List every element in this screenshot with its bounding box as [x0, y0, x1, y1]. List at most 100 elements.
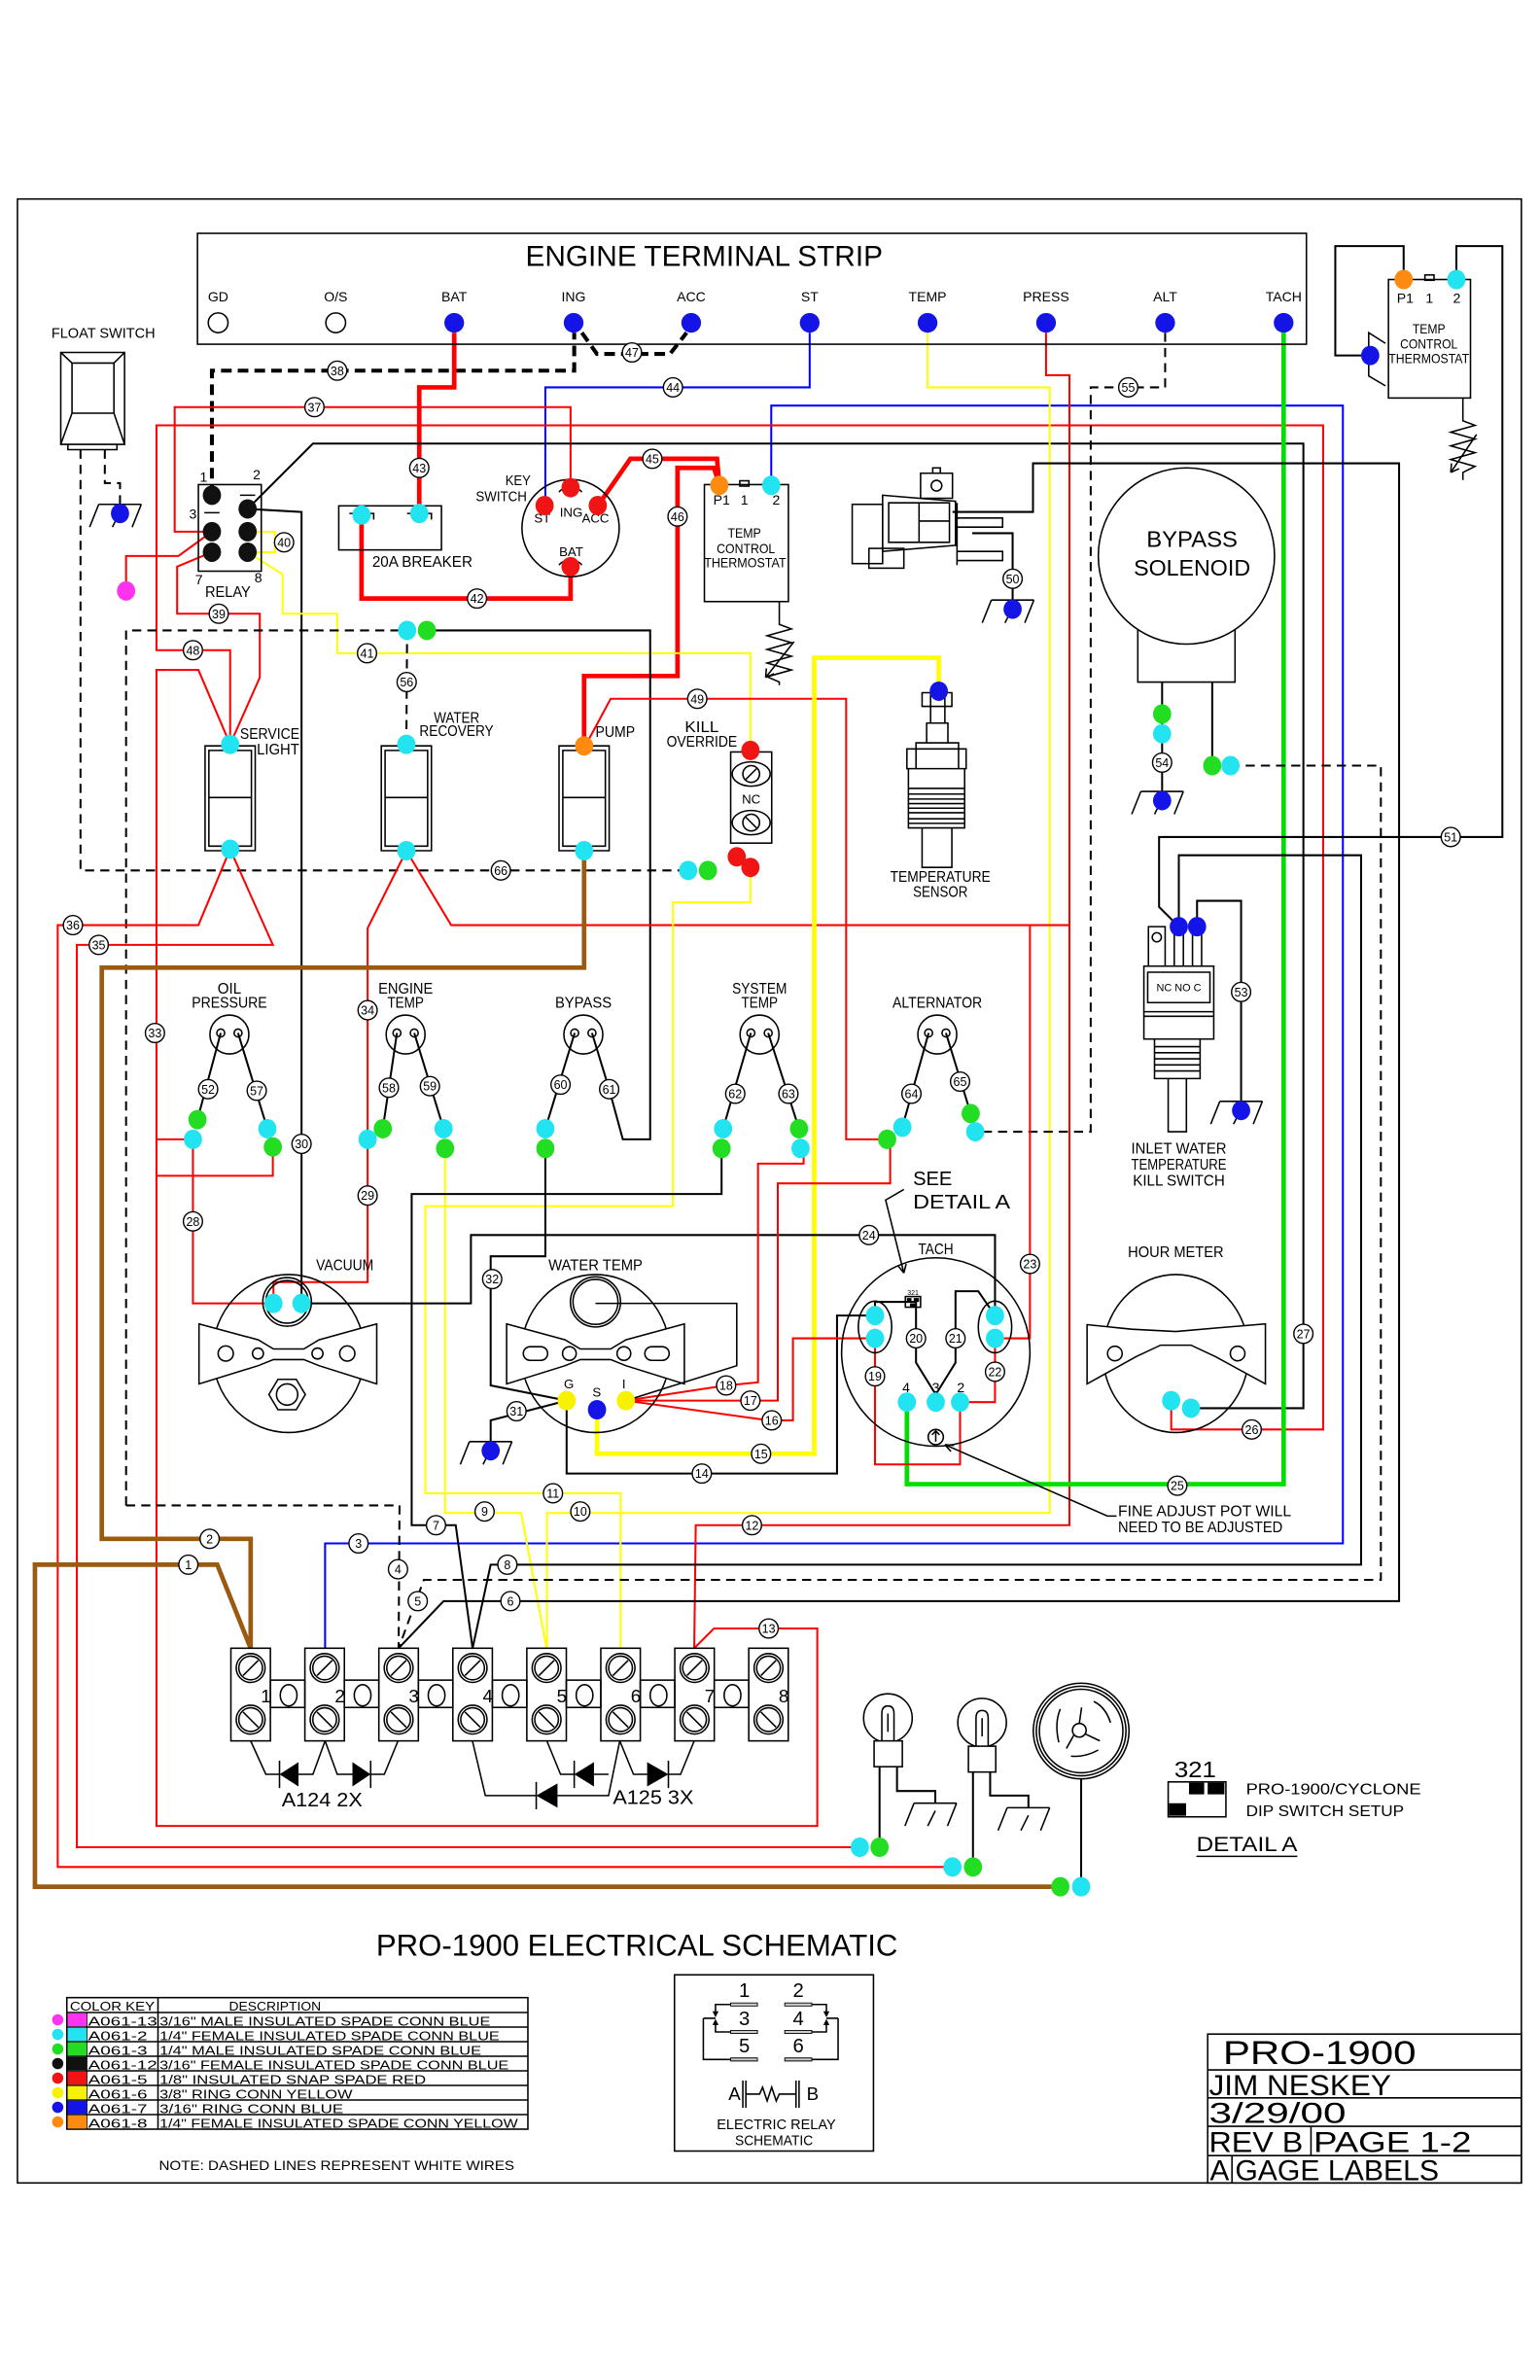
wire-number-balloon	[467, 588, 488, 610]
diode-a125-2	[574, 1762, 594, 1787]
wire-number-10: 10	[570, 1501, 591, 1522]
wire-number-text: 30	[295, 1138, 308, 1151]
terminal-label: TEMP	[909, 289, 947, 304]
wire-number-52: 52	[197, 1078, 219, 1100]
hour-meter: HOUR METER	[1086, 1244, 1267, 1434]
wire-3	[324, 404, 1345, 1649]
inlet-water-temperature-kill-switch: NC NO C INLET WATER TEMPERATURE KILL SWI…	[1132, 926, 1227, 1190]
wire-number-balloon	[724, 1083, 746, 1104]
terminal-screw-head	[460, 1655, 486, 1681]
wire-number-balloon	[291, 1134, 312, 1155]
bracket-hole	[251, 1347, 264, 1360]
terminal-label: ACC	[677, 289, 706, 304]
wiring	[32, 245, 1504, 1889]
connector-blue	[1361, 345, 1380, 366]
connector-cyan	[986, 1328, 1004, 1348]
wire-number-34: 34	[357, 999, 378, 1021]
wire-number-20: 20	[905, 1328, 927, 1349]
connector-black	[202, 521, 222, 542]
wire-number-text: 18	[719, 1380, 733, 1393]
rocker-switch-body	[380, 745, 433, 852]
indicator-label-1: SYSTEM	[732, 981, 787, 998]
wire-number-balloon	[550, 1074, 572, 1096]
wire-number-63: 63	[778, 1083, 799, 1104]
wire-32	[489, 1148, 568, 1402]
wire-number-37: 37	[303, 397, 325, 418]
color-key-code: A061-13	[88, 2013, 158, 2028]
connector-blue	[481, 1441, 501, 1461]
connector-blue	[1170, 917, 1188, 937]
color-key-description: 3/8" RING CONN YELLOW	[159, 2086, 353, 2101]
wire-number-balloon	[1019, 1253, 1040, 1275]
connector-black	[238, 499, 258, 519]
wire-number-balloon	[88, 934, 110, 956]
inlet-switch-label-2: TEMPERATURE	[1132, 1157, 1227, 1173]
kill-override-contact: NC	[742, 792, 761, 807]
wire-number-text: 55	[1122, 381, 1136, 395]
terminal-label: TACH	[1266, 289, 1302, 304]
thermostat-pin-1	[739, 479, 751, 487]
wire-number-9: 9	[473, 1501, 495, 1522]
terminal-block-position-6: 6	[600, 1647, 676, 1742]
color-key-code: A061-7	[88, 2101, 148, 2116]
wire-number-text: 28	[186, 1215, 199, 1229]
wire-number-balloon	[949, 1070, 971, 1093]
kill-override-label-1: KILL	[684, 719, 718, 736]
wire-number-text: 43	[412, 462, 426, 475]
key-switch: KEY SWITCH ST ING ACC BAT	[475, 473, 620, 578]
wire-number-text: 29	[361, 1189, 374, 1203]
terminal-screw-head	[534, 1706, 560, 1732]
terminal-label: BAT	[441, 289, 468, 304]
inlet-switch-tab-hole	[1151, 931, 1163, 943]
connector-green	[536, 1138, 555, 1159]
terminal-post-empty	[325, 312, 347, 333]
relay-pin-2-label: 2	[253, 467, 261, 482]
terminal-screw-head	[755, 1706, 782, 1732]
terminal-screw	[235, 1653, 266, 1684]
color-key-code: A061-3	[88, 2043, 148, 2057]
wire-number-text: 40	[277, 536, 291, 549]
relay-pin-8-label: 8	[255, 570, 262, 585]
terminal-position-number: 1	[261, 1686, 270, 1706]
screw-slot-icon	[612, 1711, 629, 1729]
tach-right-connector	[977, 1300, 1013, 1354]
wire-number-balloon	[497, 1554, 518, 1575]
wire-23	[995, 925, 1032, 1340]
wire-number-text: 58	[382, 1081, 396, 1095]
wire-number-balloon	[758, 1618, 780, 1639]
terminal-position-number: 7	[705, 1686, 715, 1706]
connector-blue	[1187, 917, 1207, 937]
terminal-screw	[457, 1653, 488, 1684]
relay-schematic-pin-5: 5	[739, 2036, 750, 2057]
wire-number-18: 18	[716, 1375, 737, 1396]
wire-number-3: 3	[348, 1532, 369, 1555]
temperature-sensor-body	[906, 691, 967, 868]
color-key-description: 1/4" MALE INSULATED SPADE CONN BLUE	[159, 2043, 481, 2057]
bracket-slot	[522, 1346, 549, 1362]
vacuum-gauge-label: VACUUM	[316, 1257, 373, 1274]
title-block-page: PAGE 1-2	[1313, 2126, 1472, 2158]
connector-cyan	[397, 841, 416, 860]
terminal-screw-head	[460, 1706, 486, 1732]
tach-label: TACH	[918, 1242, 953, 1258]
wire-66	[79, 449, 688, 872]
connector-cyan	[397, 734, 416, 754]
wire-number-balloon	[356, 643, 378, 664]
switch-label-2: LIGHT	[257, 742, 299, 758]
terminal-position-number: 8	[779, 1686, 788, 1706]
device-mount-hole	[930, 479, 943, 492]
wire-number-balloon	[1167, 1475, 1188, 1496]
terminal-screw	[531, 1653, 562, 1684]
wire-number-balloon	[667, 506, 688, 527]
color-key-swatch	[67, 2100, 88, 2115]
terminal-post-ring	[1155, 312, 1175, 333]
wire-number-39: 39	[208, 603, 229, 624]
detail-a-dip-positions	[1169, 1782, 1225, 1816]
tachometer: TACH 321 4 3 2	[840, 1242, 1032, 1448]
connector-cyan	[575, 841, 594, 860]
wire-number-33: 33	[144, 1022, 165, 1044]
color-key-description: 3/16" FEMALE INSULATED SPADE CONN BLUE	[159, 2057, 508, 2072]
wire-number-text: 46	[671, 510, 684, 524]
hour-meter-label: HOUR METER	[1128, 1244, 1223, 1261]
